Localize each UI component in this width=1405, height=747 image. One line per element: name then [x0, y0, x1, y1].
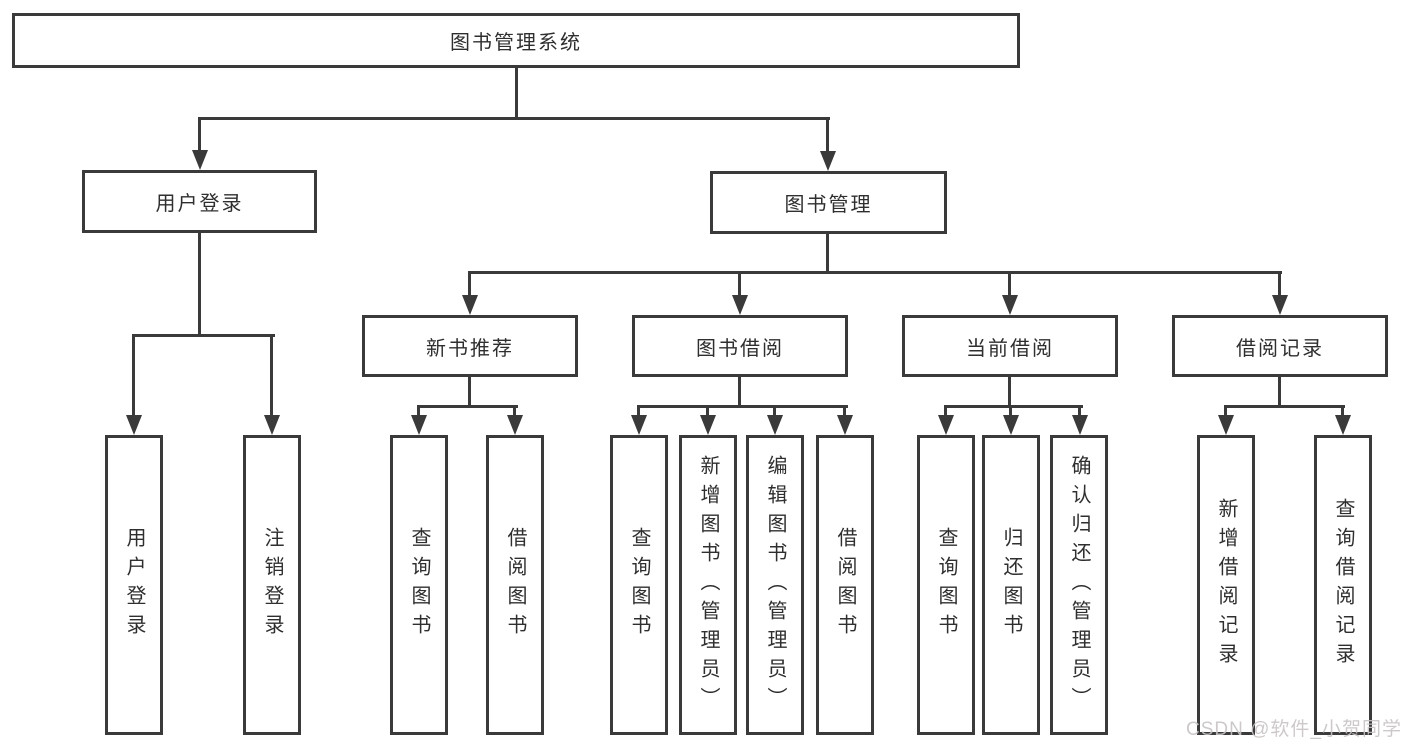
csdn-watermark: CSDN @软件_小贺同学	[1186, 719, 1402, 740]
arrow-down-icon	[1335, 415, 1351, 435]
leaf-borrow-books-recommend: 借阅图书	[486, 435, 544, 735]
connector-line	[132, 334, 135, 417]
arrow-down-icon	[1072, 415, 1088, 435]
leaf-logout: 注销登录	[243, 435, 301, 735]
connector-line	[738, 375, 741, 408]
node-label: 查询借阅记录	[1332, 498, 1354, 672]
connector-line	[1008, 271, 1011, 297]
connector-line	[1224, 405, 1227, 418]
arrow-down-icon	[732, 295, 748, 315]
arrow-down-icon	[462, 295, 478, 315]
node-label: 当前借阅	[966, 337, 1054, 360]
connector-line	[417, 405, 518, 408]
node-label: 新书推荐	[426, 337, 514, 360]
connector-line	[513, 405, 516, 418]
node-current-borrowing: 当前借阅	[902, 315, 1118, 377]
connector-line	[1009, 405, 1012, 418]
node-book-management: 图书管理	[710, 171, 947, 234]
connector-line	[132, 334, 275, 337]
node-label: 借阅图书	[834, 527, 856, 643]
leaf-edit-books-admin: 编辑图书（管理员）	[746, 435, 804, 735]
node-label: 用户登录	[155, 193, 244, 215]
connector-line	[1078, 405, 1081, 418]
arrow-down-icon	[700, 415, 716, 435]
node-label: 借阅图书	[504, 527, 526, 643]
arrow-down-icon	[411, 415, 427, 435]
node-library-system: 图书管理系统	[12, 13, 1020, 68]
leaf-query-books-current: 查询图书	[917, 435, 975, 735]
connector-line	[826, 117, 829, 154]
node-label: 查询图书	[935, 527, 957, 643]
leaf-add-borrow-record: 新增借阅记录	[1197, 435, 1255, 735]
leaf-query-books-recommend: 查询图书	[390, 435, 448, 735]
connector-line	[1278, 271, 1281, 297]
node-label: 查询图书	[628, 527, 650, 643]
connector-line	[270, 334, 273, 417]
arrow-down-icon	[938, 415, 954, 435]
connector-line	[826, 232, 829, 274]
connector-line	[637, 405, 848, 408]
node-user-login: 用户登录	[82, 170, 317, 233]
arrow-down-icon	[1003, 415, 1019, 435]
node-label: 用户登录	[123, 527, 145, 643]
leaf-user-login: 用户登录	[105, 435, 163, 735]
node-label: 归还图书	[1000, 527, 1022, 643]
arrow-down-icon	[192, 150, 208, 170]
arrow-down-icon	[1002, 295, 1018, 315]
connector-line	[637, 405, 640, 418]
node-label: 确认归还（管理员）	[1068, 454, 1090, 716]
node-label: 新增图书（管理员）	[697, 454, 719, 716]
node-label: 图书管理系统	[450, 32, 582, 54]
arrow-down-icon	[1218, 415, 1234, 435]
connector-line	[843, 405, 846, 418]
connector-line	[738, 271, 741, 297]
connector-line	[1341, 405, 1344, 418]
leaf-add-books-admin: 新增图书（管理员）	[679, 435, 737, 735]
node-new-book-recommend: 新书推荐	[362, 315, 578, 377]
node-label: 编辑图书（管理员）	[764, 454, 786, 716]
node-label: 图书管理	[784, 194, 873, 216]
node-label: 注销登录	[261, 527, 283, 643]
node-borrowing-records: 借阅记录	[1172, 315, 1388, 377]
connector-line	[773, 405, 776, 418]
connector-line	[198, 117, 830, 120]
connector-line	[1008, 375, 1011, 408]
node-book-borrowing: 图书借阅	[632, 315, 848, 377]
node-label: 查询图书	[408, 527, 430, 643]
leaf-return-books: 归还图书	[982, 435, 1040, 735]
leaf-borrow-books: 借阅图书	[816, 435, 874, 735]
arrow-down-icon	[837, 415, 853, 435]
connector-line	[706, 405, 709, 418]
leaf-query-borrow-record: 查询借阅记录	[1314, 435, 1372, 735]
node-label: 新增借阅记录	[1215, 498, 1237, 672]
arrow-down-icon	[264, 415, 280, 435]
connector-line	[515, 68, 518, 120]
node-label: 借阅记录	[1236, 337, 1324, 360]
connector-line	[468, 271, 471, 297]
node-label: 图书借阅	[696, 337, 784, 360]
leaf-confirm-return-admin: 确认归还（管理员）	[1050, 435, 1108, 735]
leaf-query-books-borrow: 查询图书	[610, 435, 668, 735]
connector-line	[1224, 405, 1345, 408]
connector-line	[944, 405, 947, 418]
connector-line	[1278, 375, 1281, 408]
arrow-down-icon	[631, 415, 647, 435]
arrow-down-icon	[126, 415, 142, 435]
arrow-down-icon	[1272, 295, 1288, 315]
arrow-down-icon	[507, 415, 523, 435]
connector-line	[198, 231, 201, 337]
arrow-down-icon	[820, 151, 836, 171]
connector-line	[944, 405, 1083, 408]
connector-line	[198, 117, 201, 153]
arrow-down-icon	[767, 415, 783, 435]
connector-line	[468, 375, 471, 408]
connector-line	[417, 405, 420, 418]
connector-line	[468, 271, 1282, 274]
